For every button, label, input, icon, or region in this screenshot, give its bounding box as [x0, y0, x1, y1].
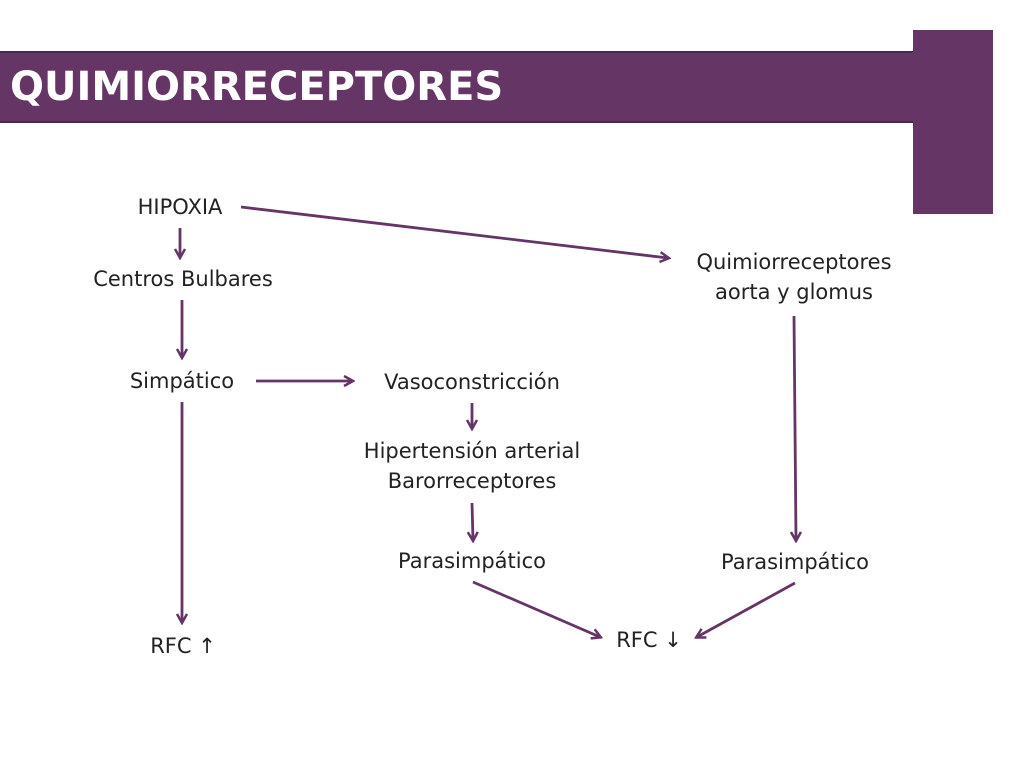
arrow-parasimpatico-to-rfc-down: [472, 580, 600, 637]
node-parasimpatico-right: Parasimpático: [721, 547, 869, 577]
node-hipoxia: HIPOXIA: [138, 192, 223, 222]
node-rfc-down: RFC ↓: [616, 625, 682, 655]
node-hipertension-barorreceptores: Hipertensión arterial Barorreceptores: [364, 436, 580, 496]
corner-accent-block: [913, 30, 993, 214]
arrow-quimiorreceptores-to-parasimpatico: [794, 315, 796, 540]
node-quimiorreceptores: Quimiorreceptores aorta y glomus: [696, 247, 891, 307]
node-rfc-down-label: RFC ↓: [616, 628, 682, 652]
slide-title-bar: QUIMIORRECEPTORES: [0, 51, 913, 123]
node-rfc-up: RFC ↑: [150, 631, 216, 661]
node-vasoconstriccion-label: Vasoconstricción: [384, 370, 560, 394]
node-centros-bulbares-label: Centros Bulbares: [93, 267, 273, 291]
arrow-barorreceptores-to-parasimpatico: [472, 502, 473, 540]
node-hipoxia-label: HIPOXIA: [137, 195, 223, 219]
node-quimiorreceptores-label: Quimiorreceptores: [696, 250, 892, 274]
node-aorta-glomus-label: aorta y glomus: [715, 280, 873, 304]
slide-title: QUIMIORRECEPTORES: [10, 64, 504, 110]
node-parasimpatico-center: Parasimpático: [398, 546, 546, 576]
arrow-hipoxia-to-quimiorreceptores: [240, 205, 668, 258]
node-barorreceptores-label: Barorreceptores: [387, 469, 557, 493]
node-parasimpatico-right-label: Parasimpático: [721, 550, 869, 574]
node-hipertension-label: Hipertensión arterial: [363, 439, 581, 463]
node-simpatico: Simpático: [130, 366, 234, 396]
node-vasoconstriccion: Vasoconstricción: [384, 367, 560, 397]
node-rfc-up-label: RFC ↑: [150, 634, 216, 658]
node-parasimpatico-center-label: Parasimpático: [398, 549, 546, 573]
arrow-parasimpatico-right-to-rfc-down: [697, 581, 796, 637]
node-simpatico-label: Simpático: [129, 369, 235, 393]
node-centros-bulbares: Centros Bulbares: [93, 264, 273, 294]
